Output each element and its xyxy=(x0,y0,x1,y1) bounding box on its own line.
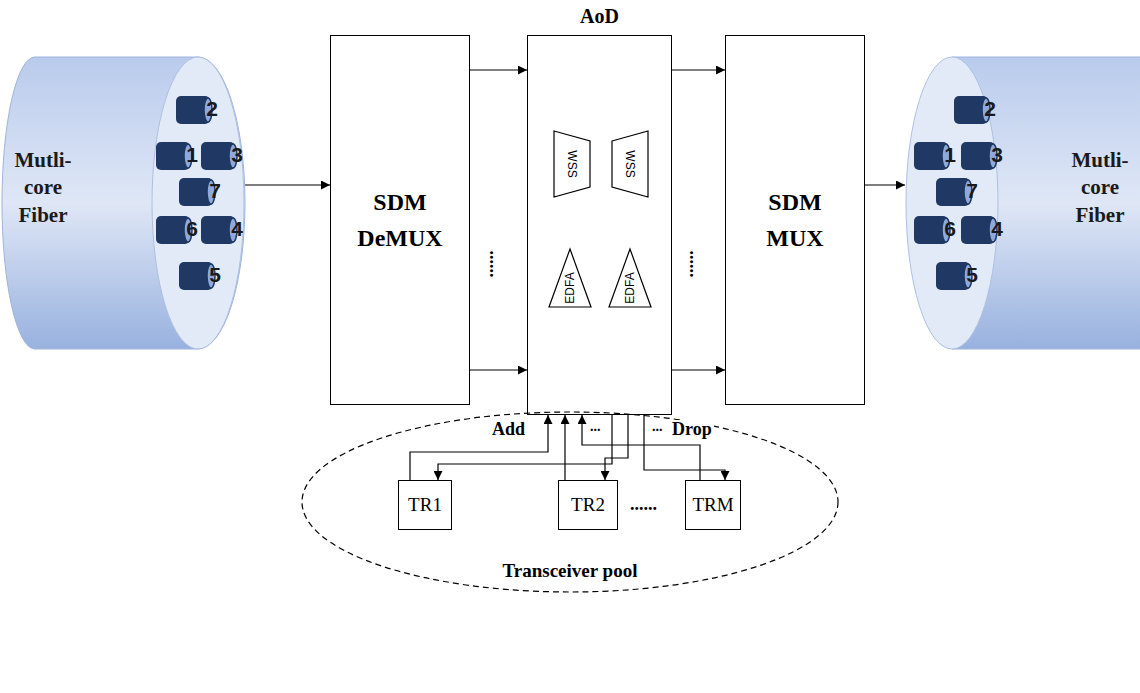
fiber-core: 4 xyxy=(960,215,998,245)
wss-label: WSS xyxy=(623,150,637,177)
fiber-core: 1 xyxy=(155,141,193,171)
core-number: 5 xyxy=(935,261,1009,288)
signal-arrow xyxy=(644,415,725,480)
fiber-label: Mutli-core Fiber xyxy=(1063,147,1137,229)
core-number: 3 xyxy=(200,141,274,168)
transceiver-label: TR1 xyxy=(408,494,442,516)
fiber-core: 6 xyxy=(155,215,193,245)
core-number: 7 xyxy=(935,177,1009,204)
core-number: 3 xyxy=(960,141,1034,168)
fiber-core: 5 xyxy=(178,261,216,291)
signal-arrow xyxy=(470,369,527,370)
edfa-amplifier: EDFA xyxy=(608,248,652,308)
signal-arrow xyxy=(438,415,612,480)
ellipsis: ...... xyxy=(687,249,705,280)
pool-label: Transceiver pool xyxy=(300,560,840,582)
sdm-box: SDM DeMUX xyxy=(330,35,470,405)
sdm-box: SDM MUX xyxy=(725,35,865,405)
wss-label: WSS xyxy=(565,150,579,177)
signal-arrow xyxy=(470,69,527,70)
transceiver-pool: Transceiver pool TR1 TR2 TRM xyxy=(300,410,840,595)
fiber-core: 7 xyxy=(935,177,973,207)
signal-arrow xyxy=(564,415,565,480)
multicore-fiber: Mutli-core Fiber 2 13 7 64 5 xyxy=(0,55,245,350)
fiber-core: 7 xyxy=(178,177,216,207)
edfa-amplifier: EDFA xyxy=(548,248,592,308)
core-number: 7 xyxy=(178,177,252,204)
edfa-label: EDFA xyxy=(563,272,577,303)
core-number: 5 xyxy=(178,261,252,288)
aod-heading: AoD xyxy=(528,5,671,28)
aod-box: AoDWSSWSSEDFAEDFA xyxy=(527,35,672,415)
fiber-core: 2 xyxy=(175,95,213,125)
wss-block: WSS xyxy=(554,131,590,197)
core-number: 2 xyxy=(953,95,1027,122)
ellipsis: ... xyxy=(650,420,665,434)
signal-arrow xyxy=(672,369,725,370)
signal-arrow xyxy=(605,415,628,480)
ellipsis: ...... xyxy=(628,495,659,513)
fiber-core: 5 xyxy=(935,261,973,291)
core-number: 4 xyxy=(960,215,1034,242)
box-label: SDM MUX xyxy=(745,184,845,256)
ellipsis: ...... xyxy=(487,249,505,280)
core-number: 2 xyxy=(175,95,249,122)
fiber-core: 3 xyxy=(960,141,998,171)
transceiver-box: TR2 xyxy=(558,480,618,530)
core-number: 4 xyxy=(200,215,274,242)
fiber-core: 4 xyxy=(200,215,238,245)
signal-arrow xyxy=(245,184,330,185)
signal-arrow xyxy=(865,184,905,185)
transceiver-box: TRM xyxy=(685,480,741,530)
fiber-core: 3 xyxy=(200,141,238,171)
signal-arrow xyxy=(672,69,725,70)
signal-arrow xyxy=(410,415,548,480)
fiber-core: 6 xyxy=(913,215,951,245)
fiber-core: 1 xyxy=(913,141,951,171)
fiber-label: Mutli-core Fiber xyxy=(6,147,80,229)
edfa-label: EDFA xyxy=(623,272,637,303)
ellipsis: ... xyxy=(588,420,603,434)
transceiver-label: TR2 xyxy=(571,494,605,516)
transceiver-label: TRM xyxy=(692,494,733,516)
fiber-core: 2 xyxy=(953,95,991,125)
box-label: SDM DeMUX xyxy=(350,184,450,256)
transceiver-box: TR1 xyxy=(398,480,452,530)
add-label: Add xyxy=(490,420,527,438)
multicore-fiber: Mutli-core Fiber 213 7 64 5 xyxy=(905,55,1140,350)
drop-label: Drop xyxy=(670,420,714,438)
wss-block: WSS xyxy=(612,131,648,197)
